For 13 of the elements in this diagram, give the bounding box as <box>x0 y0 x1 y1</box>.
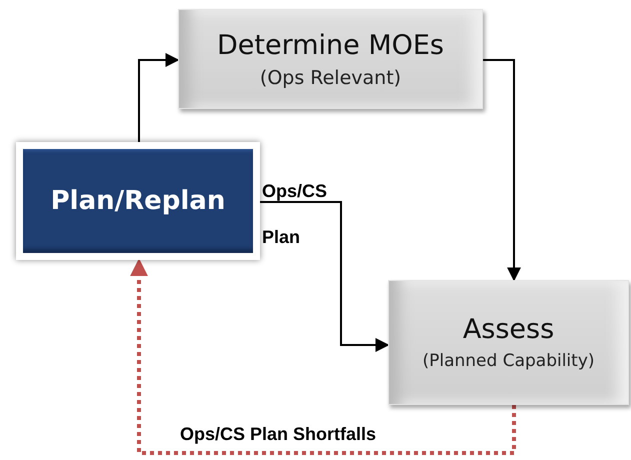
box-title: Assess <box>462 314 554 345</box>
beveled-box <box>388 280 629 405</box>
box-subtitle: (Planned Capability) <box>422 351 595 371</box>
arrow <box>138 53 180 142</box>
arrow <box>483 59 521 282</box>
edge-label: Ops/CS Plan <box>262 180 328 249</box>
box-subtitle: (Ops Relevant) <box>260 66 402 88</box>
beveled-box <box>178 9 483 109</box>
dashed-arrow <box>130 258 516 455</box>
edge-label: Ops/CS Plan Shortfalls <box>180 424 378 445</box>
arrow <box>260 201 390 352</box>
box-title: Determine MOEs <box>216 30 444 60</box>
box-title: Plan/Replan <box>50 186 226 216</box>
